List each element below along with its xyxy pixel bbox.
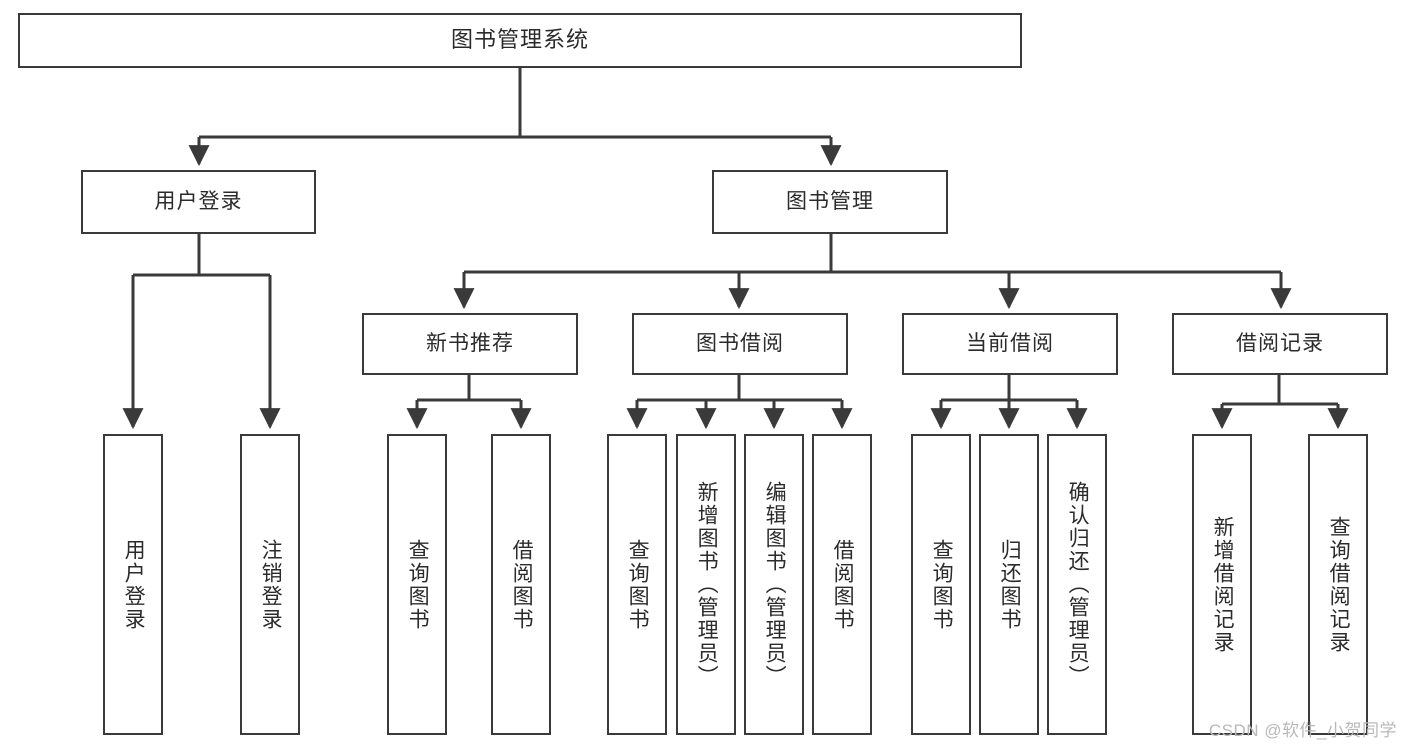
node-label: 编辑图书（管理员）: [763, 481, 787, 688]
node-label: 借阅图书: [831, 538, 855, 631]
node-label: 用户登录: [122, 538, 146, 631]
node-book-borrow[interactable]: 图书借阅: [632, 313, 848, 375]
node-root-system[interactable]: 图书管理系统: [18, 13, 1022, 68]
node-leaf-query-book-current[interactable]: 查询图书: [911, 434, 971, 735]
node-label: 借阅图书: [510, 538, 534, 631]
node-label: 确认归还（管理员）: [1066, 481, 1090, 688]
node-label: 当前借阅: [966, 332, 1054, 356]
node-label: 查询借阅记录: [1327, 515, 1351, 654]
node-new-book-recommend[interactable]: 新书推荐: [362, 313, 578, 375]
node-leaf-edit-book[interactable]: 编辑图书（管理员）: [744, 434, 804, 735]
node-label: 用户登录: [154, 190, 243, 214]
node-label: 查询图书: [930, 538, 954, 631]
node-leaf-query-book-recommend[interactable]: 查询图书: [387, 434, 447, 735]
node-label: 归还图书: [998, 538, 1022, 631]
node-leaf-borrow-book[interactable]: 借阅图书: [812, 434, 872, 735]
node-book-management[interactable]: 图书管理: [712, 170, 948, 234]
node-label: 新增图书（管理员）: [695, 481, 719, 688]
node-current-borrow[interactable]: 当前借阅: [902, 313, 1118, 375]
node-label: 注销登录: [259, 538, 283, 631]
node-label: 新增借阅记录: [1211, 515, 1235, 654]
node-leaf-return-book[interactable]: 归还图书: [979, 434, 1039, 735]
watermark-text: CSDN @软件_小贺同学: [1208, 721, 1397, 740]
node-user-login[interactable]: 用户登录: [81, 170, 316, 234]
node-label: 查询图书: [626, 538, 650, 631]
node-borrow-record[interactable]: 借阅记录: [1172, 313, 1388, 375]
node-label: 图书管理: [786, 190, 874, 214]
node-leaf-confirm-return[interactable]: 确认归还（管理员）: [1047, 434, 1107, 735]
node-label: 图书借阅: [696, 332, 784, 356]
node-leaf-user-login[interactable]: 用户登录: [103, 434, 163, 735]
node-label: 新书推荐: [426, 332, 514, 356]
node-leaf-query-book-borrow[interactable]: 查询图书: [607, 434, 667, 735]
node-label: 借阅记录: [1236, 332, 1324, 356]
node-leaf-logout-login[interactable]: 注销登录: [240, 434, 300, 735]
node-leaf-query-borrow-record[interactable]: 查询借阅记录: [1308, 434, 1368, 735]
node-label: 图书管理系统: [450, 27, 589, 53]
node-leaf-add-borrow-record[interactable]: 新增借阅记录: [1192, 434, 1252, 735]
node-leaf-borrow-book-recommend[interactable]: 借阅图书: [491, 434, 551, 735]
node-label: 查询图书: [406, 538, 430, 631]
node-leaf-add-book[interactable]: 新增图书（管理员）: [676, 434, 736, 735]
